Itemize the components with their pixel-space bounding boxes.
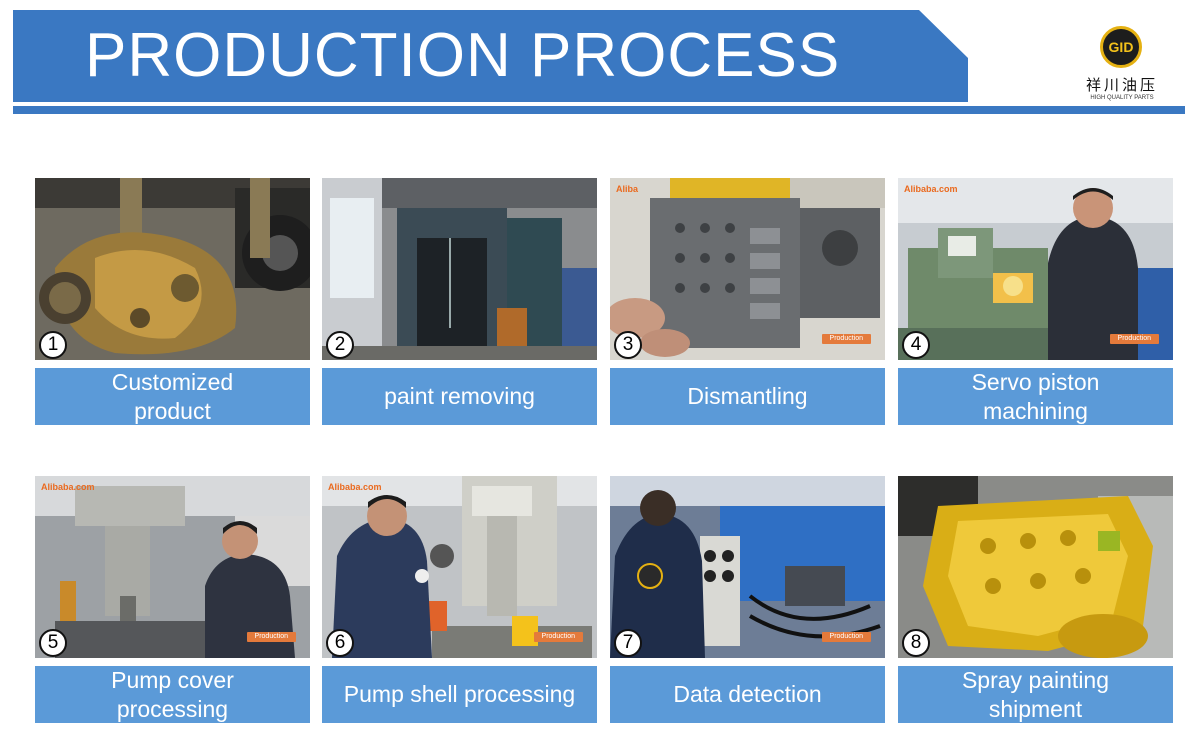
control-valve-block-icon (610, 178, 885, 360)
step-number-badge: 6 (326, 629, 354, 657)
drill-press-icon (322, 476, 597, 658)
step-caption: paint removing (322, 368, 597, 425)
page-title: PRODUCTION PROCESS (85, 21, 841, 90)
process-step-1: 1 Customized product (35, 178, 310, 428)
production-tag: Production (821, 334, 871, 344)
step-number-badge: 8 (902, 629, 930, 657)
gid-badge-icon: GID (1100, 26, 1142, 68)
process-step-5: Alibaba.com Production 5 Pump cover proc… (35, 476, 310, 726)
step-caption: Data detection (610, 666, 885, 723)
header-divider (13, 106, 1185, 114)
grinding-machine-icon (898, 178, 1173, 360)
header-banner (13, 10, 968, 102)
logo-chinese-name: 祥川油压 (1085, 77, 1158, 94)
alibaba-watermark: Alibaba.com (41, 482, 95, 492)
step-caption: Customized product (35, 368, 310, 425)
process-step-3: Aliba Production 3 Dismantling (610, 178, 885, 428)
milling-machine-icon (35, 476, 310, 658)
worn-hydraulic-pump-icon (35, 178, 310, 360)
step-caption: Spray painting shipment (898, 666, 1173, 723)
alibaba-watermark: Aliba (616, 184, 639, 194)
step-caption: Pump cover processing (35, 666, 310, 723)
process-step-8: 8 Spray painting shipment (898, 476, 1173, 726)
process-step-2: 2 paint removing (322, 178, 597, 428)
alibaba-watermark: Alibaba.com (904, 184, 958, 194)
step-caption: Servo piston machining (898, 368, 1173, 425)
step-caption: Pump shell processing (322, 666, 597, 723)
process-step-7: Production 7 Data detection (610, 476, 885, 726)
step-number-badge: 2 (326, 331, 354, 359)
process-step-6: Alibaba.com Production 6 Pump shell proc… (322, 476, 597, 726)
logo-tagline: HIGH QUALITY PARTS (1090, 95, 1154, 101)
company-logo: GID 祥川油压 HIGH QUALITY PARTS (1072, 26, 1172, 108)
production-tag: Production (533, 632, 583, 642)
step-number-badge: 5 (39, 629, 67, 657)
test-bench-icon (610, 476, 885, 658)
step-number-badge: 3 (614, 331, 642, 359)
production-tag: Production (246, 632, 296, 642)
step-number-badge: 4 (902, 331, 930, 359)
production-tag: Production (821, 632, 871, 642)
step-caption: Dismantling (610, 368, 885, 425)
shot-blasting-machine-icon (322, 178, 597, 360)
process-step-4: Alibaba.com Production 4 Servo piston ma… (898, 178, 1173, 428)
painted-yellow-pump-icon (898, 476, 1173, 658)
production-tag: Production (1109, 334, 1159, 344)
step-number-badge: 7 (614, 629, 642, 657)
alibaba-watermark: Alibaba.com (328, 482, 382, 492)
step-number-badge: 1 (39, 331, 67, 359)
